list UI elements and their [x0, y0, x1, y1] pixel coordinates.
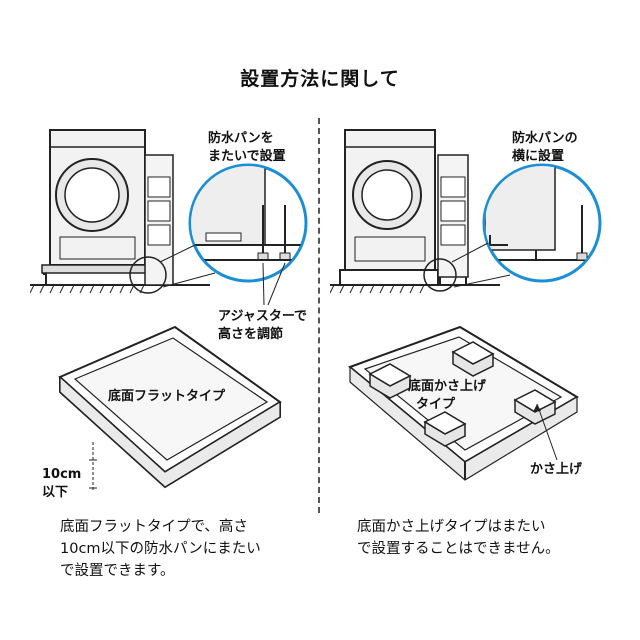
flat-tray-illustration: [58, 325, 282, 492]
height-line1: 10cm: [42, 467, 82, 482]
left-caption-line1: 底面フラットタイプで、高さ: [60, 519, 248, 535]
height-label: 10cm 以下: [42, 466, 81, 502]
right-caption: 底面かさ上げタイプはまたい で設置することはできません。: [357, 516, 560, 560]
left-washer-illustration: [30, 129, 308, 306]
left-callout-line1: 防水パンを: [208, 131, 274, 146]
adjuster-line2: 高さを調節: [218, 327, 284, 342]
adjuster-line1: アジャスターで: [218, 309, 308, 324]
page-title: 設置方法に関して: [240, 68, 400, 90]
raised-tray-label-line1: 底面かさ上げ: [408, 379, 487, 394]
height-line2: 以下: [42, 485, 69, 500]
right-callout: 防水パンの 横に設置: [512, 130, 578, 166]
right-caption-line1: 底面かさ上げタイプはまたい: [357, 519, 546, 535]
left-caption-line2: 10cm以下の防水パンにまたい: [60, 541, 261, 557]
raised-tray-label: 底面かさ上げ タイプ: [408, 378, 486, 414]
left-callout: 防水パンを またいで設置: [208, 130, 286, 166]
raised-tray-label-line2: タイプ: [416, 397, 456, 412]
left-caption: 底面フラットタイプで、高さ 10cm以下の防水パンにまたい で設置できます。: [60, 516, 261, 582]
adjuster-label: アジャスターで 高さを調節: [218, 308, 307, 344]
right-caption-line2: で設置することはできません。: [357, 541, 560, 557]
center-divider: [318, 118, 320, 513]
left-caption-line3: で設置できます。: [60, 563, 175, 579]
raise-label: かさ上げ: [530, 462, 583, 477]
left-callout-line2: またいで設置: [208, 149, 286, 164]
right-callout-line1: 防水パンの: [512, 131, 578, 146]
flat-tray-label: 底面フラットタイプ: [108, 389, 226, 404]
raised-tray-illustration: [348, 325, 579, 481]
right-washer-illustration: [330, 129, 602, 294]
right-callout-line2: 横に設置: [512, 149, 565, 164]
